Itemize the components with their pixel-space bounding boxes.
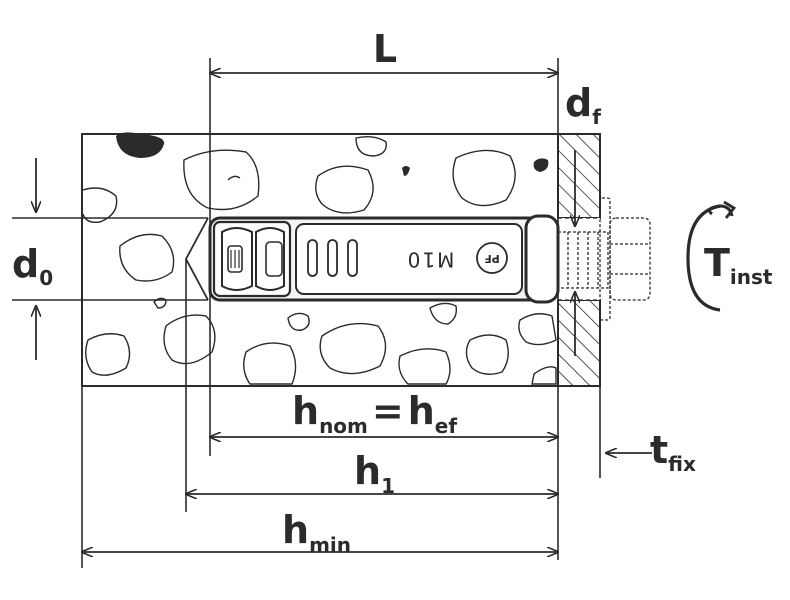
label-T-inst: Tinst: [704, 241, 773, 289]
label-tfix: tfix: [650, 428, 696, 476]
extension-lines: [12, 58, 601, 568]
label-hmin: hmin: [282, 508, 351, 557]
manufacturer-logo: PF: [476, 242, 508, 274]
dark-stone: [402, 166, 410, 176]
logo-text: PF: [484, 252, 500, 265]
anchor-sleeve: [208, 214, 560, 304]
fixture-plate: [557, 133, 601, 387]
anchor-marking: M10: [406, 248, 455, 272]
dark-stone: [116, 132, 165, 158]
aggregate-stones: [82, 135, 557, 385]
bolt-and-nut: [557, 197, 651, 321]
dark-stone: [533, 158, 549, 172]
label-L: L: [373, 27, 397, 71]
label-df: df: [565, 81, 601, 129]
label-h1: h1: [354, 449, 395, 498]
label-d0: d0: [12, 242, 53, 290]
rotation-arrow-icon: [686, 200, 737, 312]
dimension-lines: [36, 73, 652, 552]
label-hnom-hef: hnom=hef: [292, 389, 457, 438]
